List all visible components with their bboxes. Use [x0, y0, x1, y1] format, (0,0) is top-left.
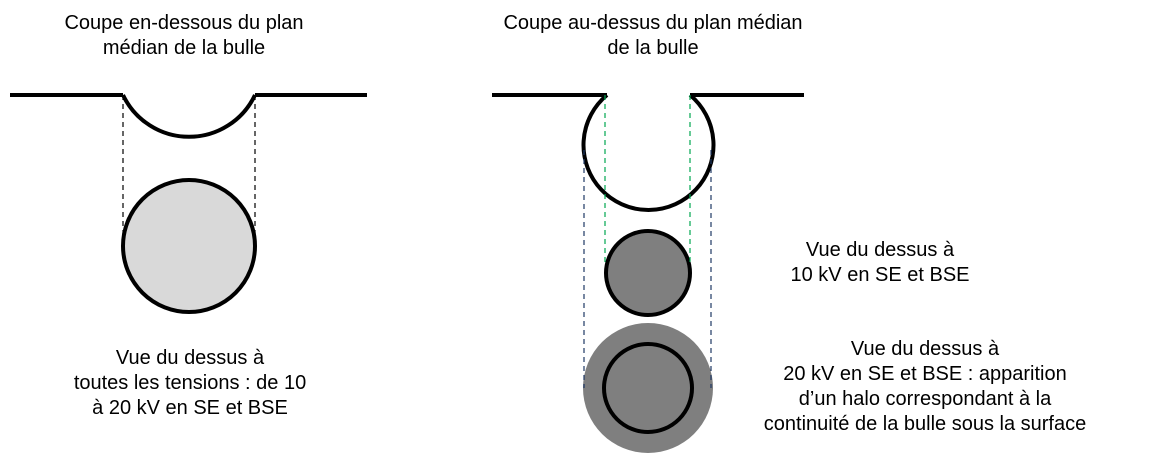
left-caption-line-3: à 20 kV en SE et BSE — [92, 397, 288, 419]
left-bubble-cross-section — [121, 94, 257, 139]
right-title-line-1: Coupe au-dessus du plan médian — [503, 12, 803, 34]
right-10kv-caption: Vue du dessus à 10 kV en SE et BSE — [780, 238, 980, 288]
right-20kv-caption-line-4: continuité de la bulle sous la surface — [763, 413, 1087, 435]
right-20kv-caption-line-2: 20 kV en SE et BSE : apparition — [783, 363, 1067, 385]
right-20kv-top-view-disc — [602, 342, 694, 434]
right-10kv-top-view-disc — [604, 229, 692, 317]
right-10kv-caption-line-1: Vue du dessus à — [805, 239, 955, 261]
left-caption-line-1: Vue du dessus à — [115, 347, 265, 369]
left-title-line-1: Coupe en-dessous du plan — [64, 12, 304, 34]
left-title: Coupe en-dessous du plan médian de la bu… — [14, 11, 354, 61]
right-10kv-caption-line-2: 10 kV en SE et BSE — [790, 264, 970, 286]
left-caption: Vue du dessus à toutes les tensions : de… — [60, 346, 320, 421]
right-20kv-caption-line-1: Vue du dessus à — [850, 338, 1000, 360]
left-title-line-2: médian de la bulle — [102, 37, 266, 59]
right-bubble-cross-section — [581, 93, 716, 213]
right-title: Coupe au-dessus du plan médian de la bul… — [448, 11, 858, 61]
right-20kv-caption: Vue du dessus à 20 kV en SE et BSE : app… — [710, 337, 1140, 437]
left-caption-line-2: toutes les tensions : de 10 — [73, 372, 307, 394]
right-20kv-caption-line-3: d’un halo correspondant à la — [798, 388, 1052, 410]
right-title-line-2: de la bulle — [607, 37, 699, 59]
left-top-view-disc — [121, 178, 257, 314]
